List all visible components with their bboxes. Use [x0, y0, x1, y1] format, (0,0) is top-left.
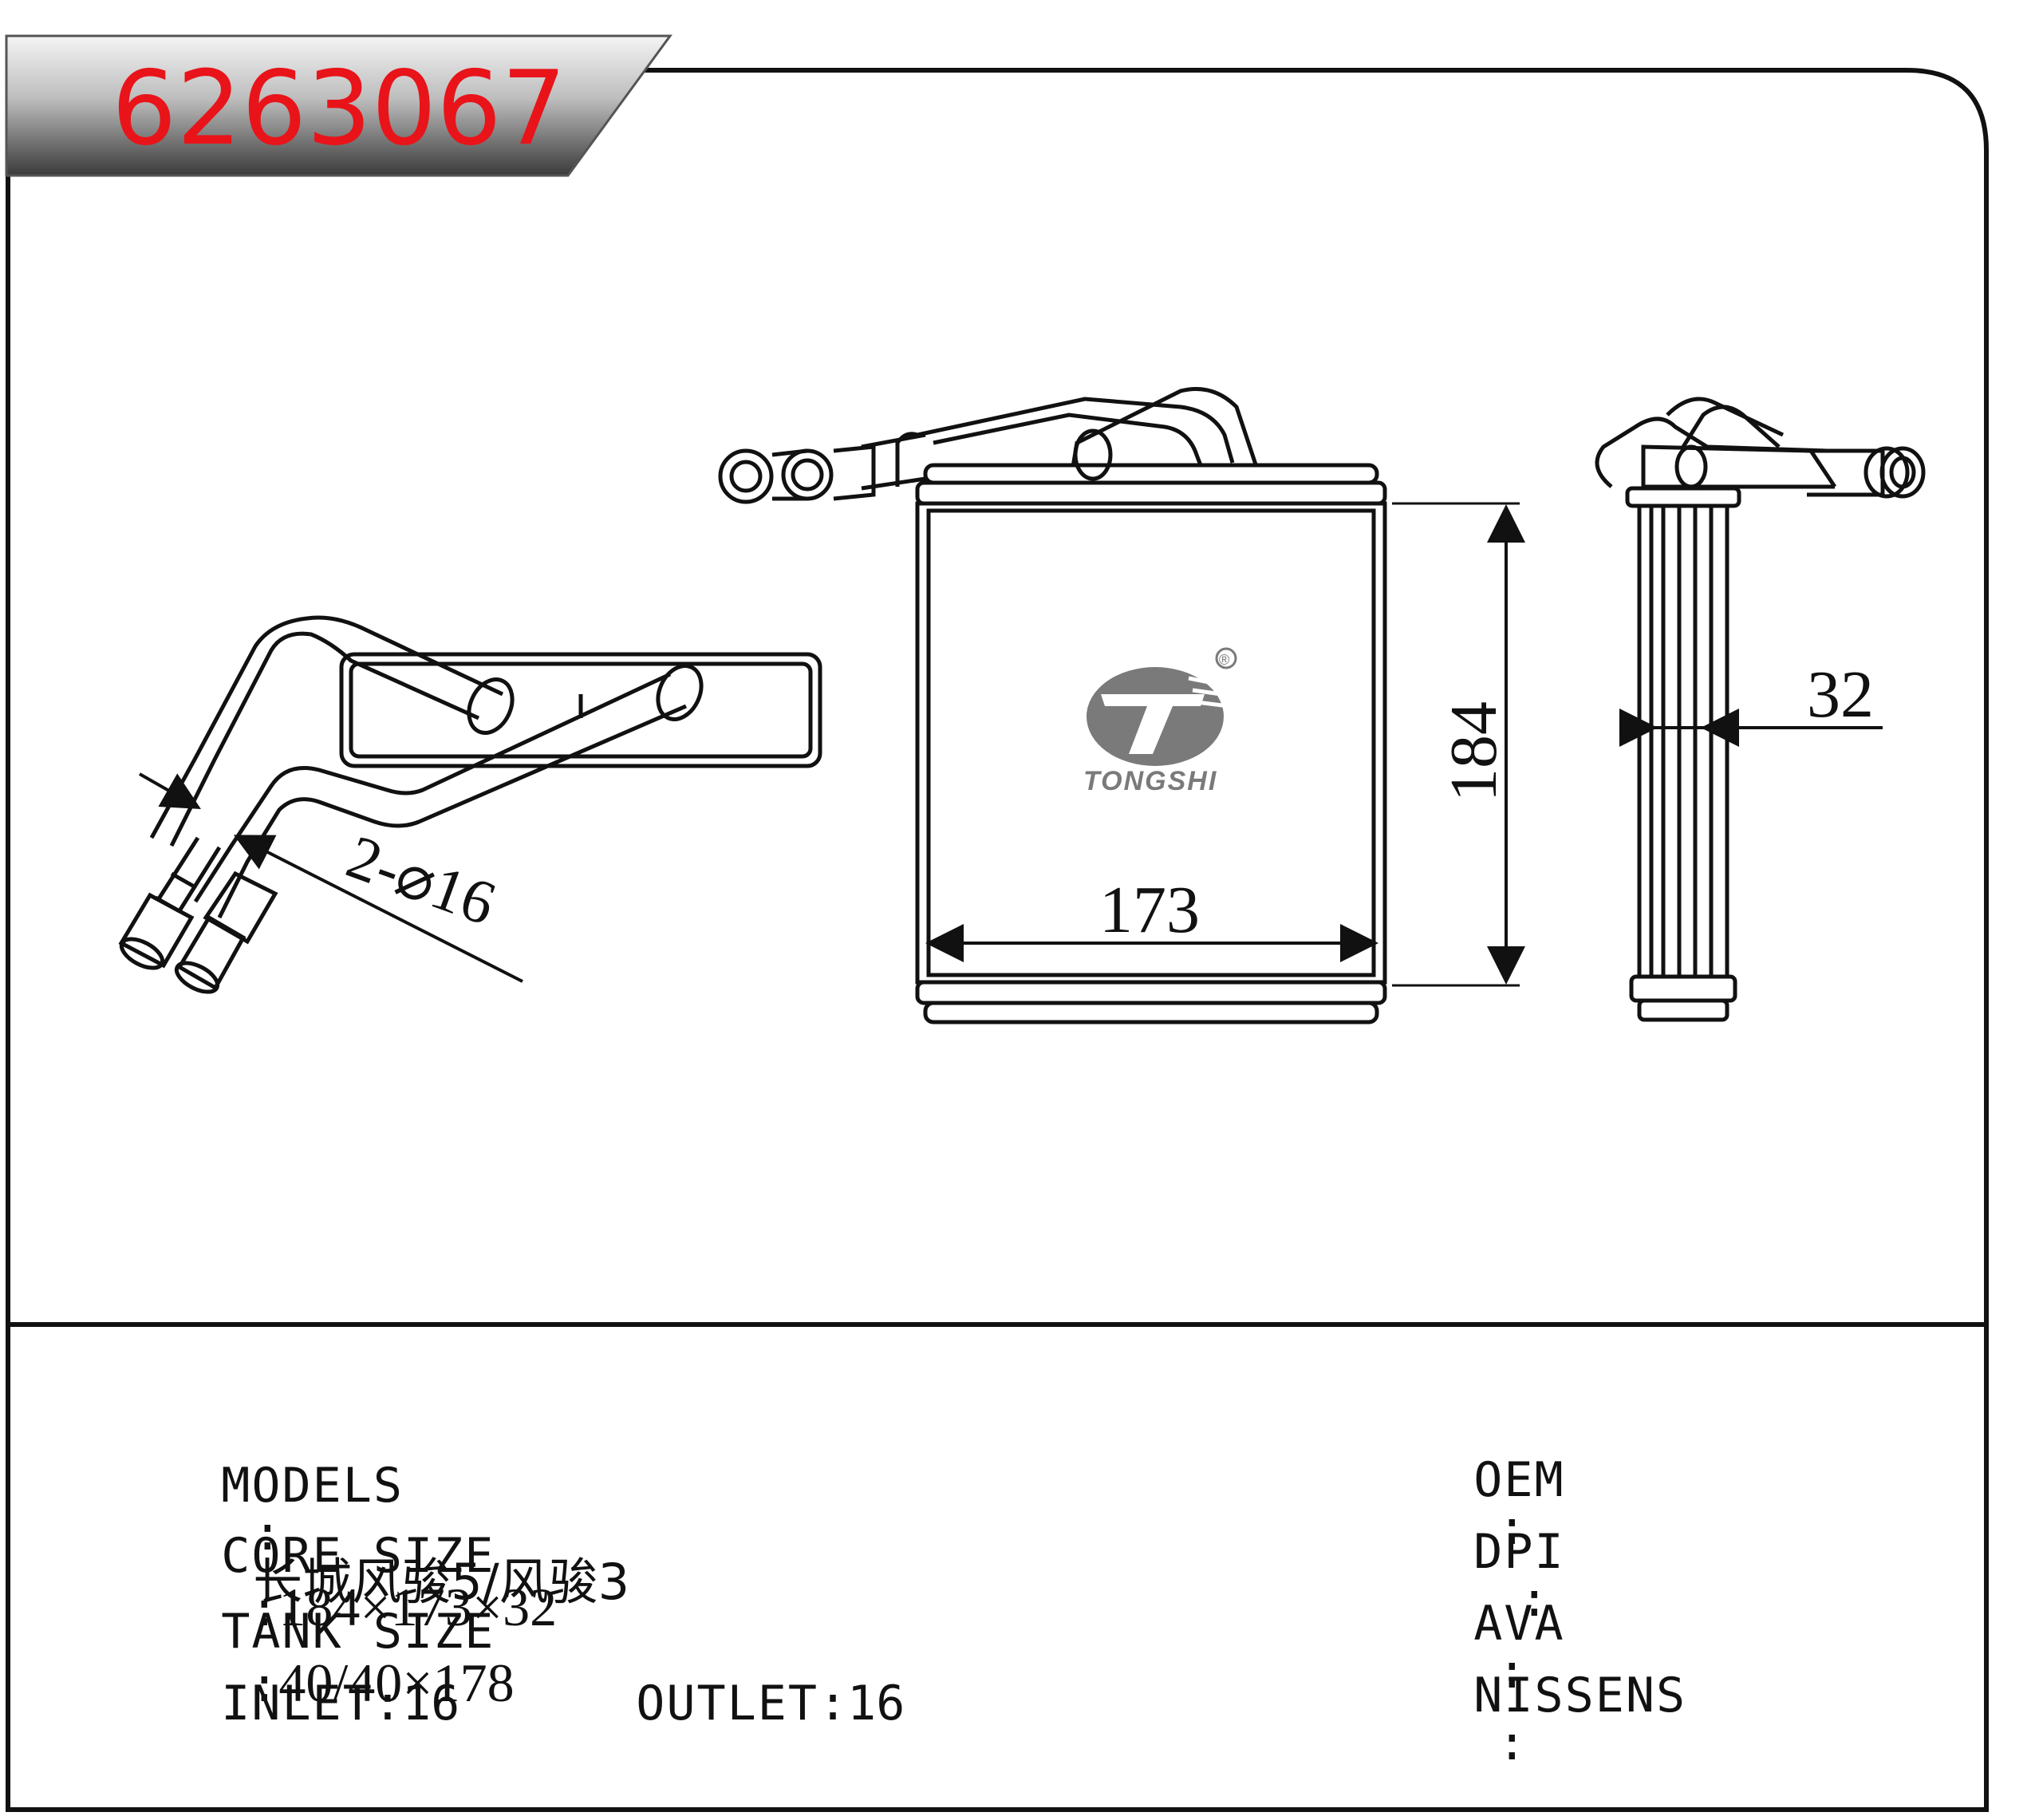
- ava-row: AVA :: [1416, 1552, 1565, 1696]
- inlet-label: INLET: [221, 1676, 373, 1731]
- height-dim-label: 184: [1437, 701, 1511, 802]
- oem-sep: :: [1497, 1500, 1527, 1556]
- core-size-label: CORE SIZE: [221, 1528, 495, 1584]
- nissens-label: NISSENS: [1473, 1668, 1687, 1723]
- outlet-label: OUTLET: [636, 1676, 818, 1731]
- ava-sep: :: [1497, 1644, 1527, 1700]
- brand-name: TONGSHI: [1083, 766, 1217, 796]
- ava-label: AVA: [1473, 1596, 1565, 1652]
- pipe-dim-leader: [139, 772, 201, 809]
- oem-label: OEM: [1473, 1452, 1565, 1508]
- side-view: [1595, 397, 1926, 1022]
- registered-mark: ®: [1219, 652, 1229, 668]
- outlet-row: OUTLET:16: [636, 1676, 905, 1731]
- dpi-row: DPI :: [1416, 1480, 1565, 1624]
- models-sep: :: [253, 1506, 282, 1561]
- oem-row: OEM :: [1416, 1408, 1565, 1552]
- width-dim-label: 173: [1099, 873, 1200, 947]
- models-row: MODELS : 长城风骏5/风骏3: [164, 1414, 629, 1607]
- models-label: MODELS: [221, 1458, 404, 1514]
- core-size-row: CORE SIZE :184×173×32: [164, 1484, 557, 1634]
- dpi-sep: :: [1520, 1572, 1549, 1628]
- outer-frame: [6, 68, 1989, 1812]
- inlet-value: 16: [402, 1676, 460, 1731]
- outlet-value: 16: [847, 1676, 905, 1731]
- thickness-dim-label: 32: [1807, 657, 1874, 732]
- nissens-row: NISSENS :: [1416, 1624, 1686, 1767]
- models-value: 长城风骏5/风骏3: [253, 1553, 630, 1611]
- dpi-label: DPI: [1473, 1524, 1565, 1580]
- pipe-dim-label: 2-⌀16: [338, 821, 504, 938]
- nissens-sep: :: [1497, 1715, 1527, 1771]
- tank-size-value: 40/40×178: [278, 1652, 515, 1713]
- core-size-value: 184×173×32: [278, 1577, 558, 1637]
- part-number: 6263067: [112, 49, 566, 168]
- front-view: [718, 387, 1387, 1024]
- top-view: [118, 615, 822, 994]
- tank-size-label: TANK SIZE: [221, 1604, 495, 1660]
- pipe-dim-line: [233, 835, 523, 983]
- title-banner: [5, 34, 672, 177]
- tank-size-row: TANK SIZE :40/40×178: [164, 1560, 515, 1713]
- core-size-sep: :: [250, 1581, 279, 1637]
- tongshi-logo: ® TONGSHI: [1083, 647, 1237, 796]
- inlet-row: INLET:16: [221, 1676, 460, 1731]
- tank-size-sep: :: [250, 1657, 279, 1713]
